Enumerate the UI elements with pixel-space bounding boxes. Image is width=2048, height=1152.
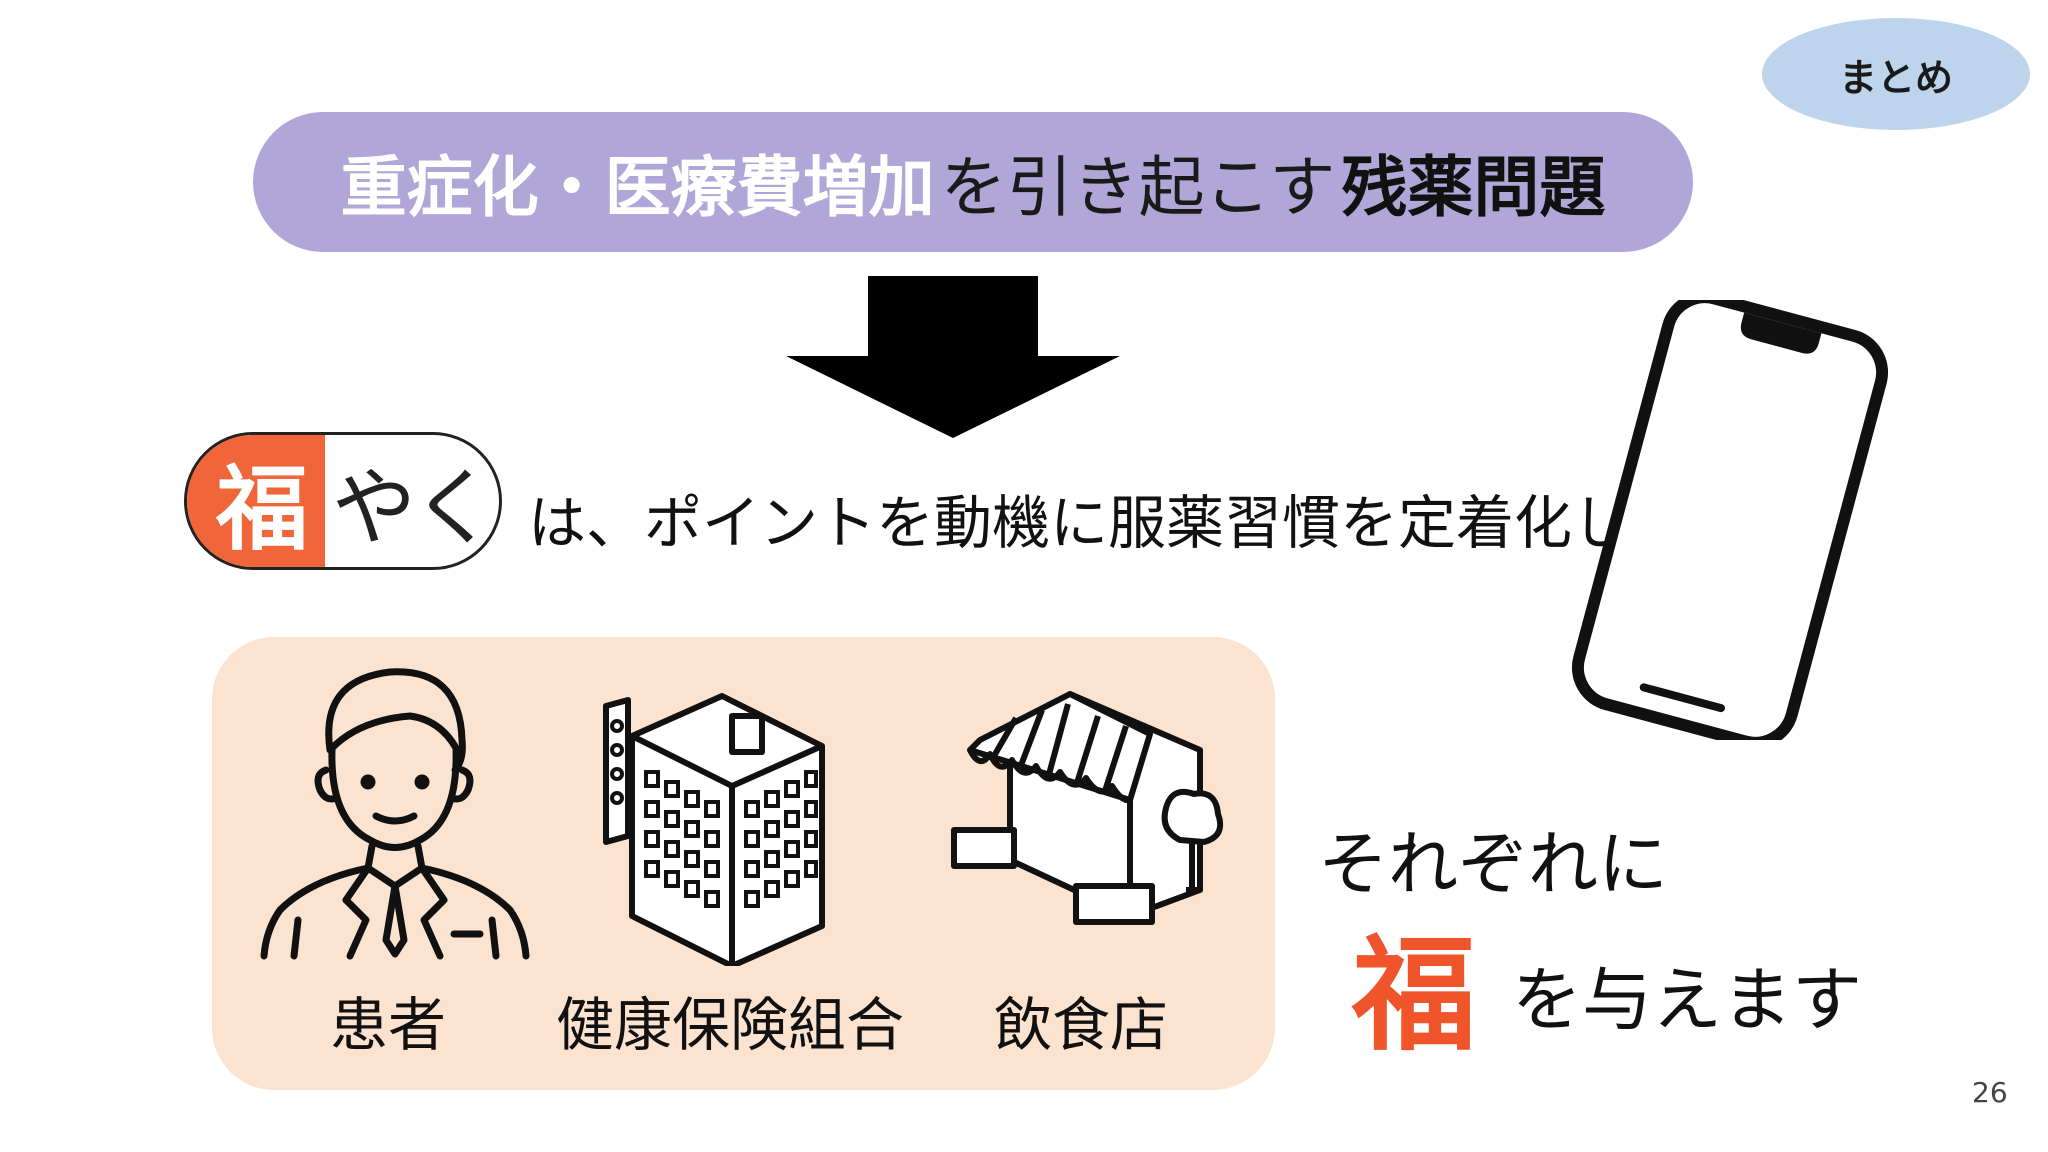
- headline-banner: 重症化・医療費増加 を引き起こす 残薬問題: [253, 112, 1693, 252]
- headline-part-2: を引き起こす: [940, 149, 1336, 226]
- building-icon: [603, 693, 825, 966]
- logo-kana: やく: [331, 458, 496, 557]
- summary-badge: まとめ: [1762, 18, 2030, 130]
- each-text: それぞれに: [1318, 823, 1668, 905]
- logo-kanji: 福: [187, 435, 325, 567]
- headline-part-3: 残薬問題: [1341, 149, 1606, 226]
- stakeholder-label-restaurant: 飲食店: [994, 991, 1169, 1059]
- down-arrow-icon: [786, 276, 1120, 438]
- smartphone-icon: [1571, 300, 1889, 740]
- stakeholder-label-patient: 患者: [330, 991, 447, 1059]
- shop-icon: [951, 691, 1224, 925]
- fuku-kanji: 福: [1352, 924, 1477, 1068]
- give-text: を与えます: [1512, 959, 1862, 1041]
- fukuyaku-logo: 福 やく: [184, 432, 502, 570]
- description-text: は、ポイントを動機に服薬習慣を定着化して: [528, 489, 1687, 557]
- page-number: 26: [1972, 1076, 2008, 1109]
- person-icon: [260, 668, 530, 960]
- stakeholder-label-insurer: 健康保険組合: [556, 991, 905, 1059]
- headline-part-1: 重症化・医療費増加: [340, 149, 935, 226]
